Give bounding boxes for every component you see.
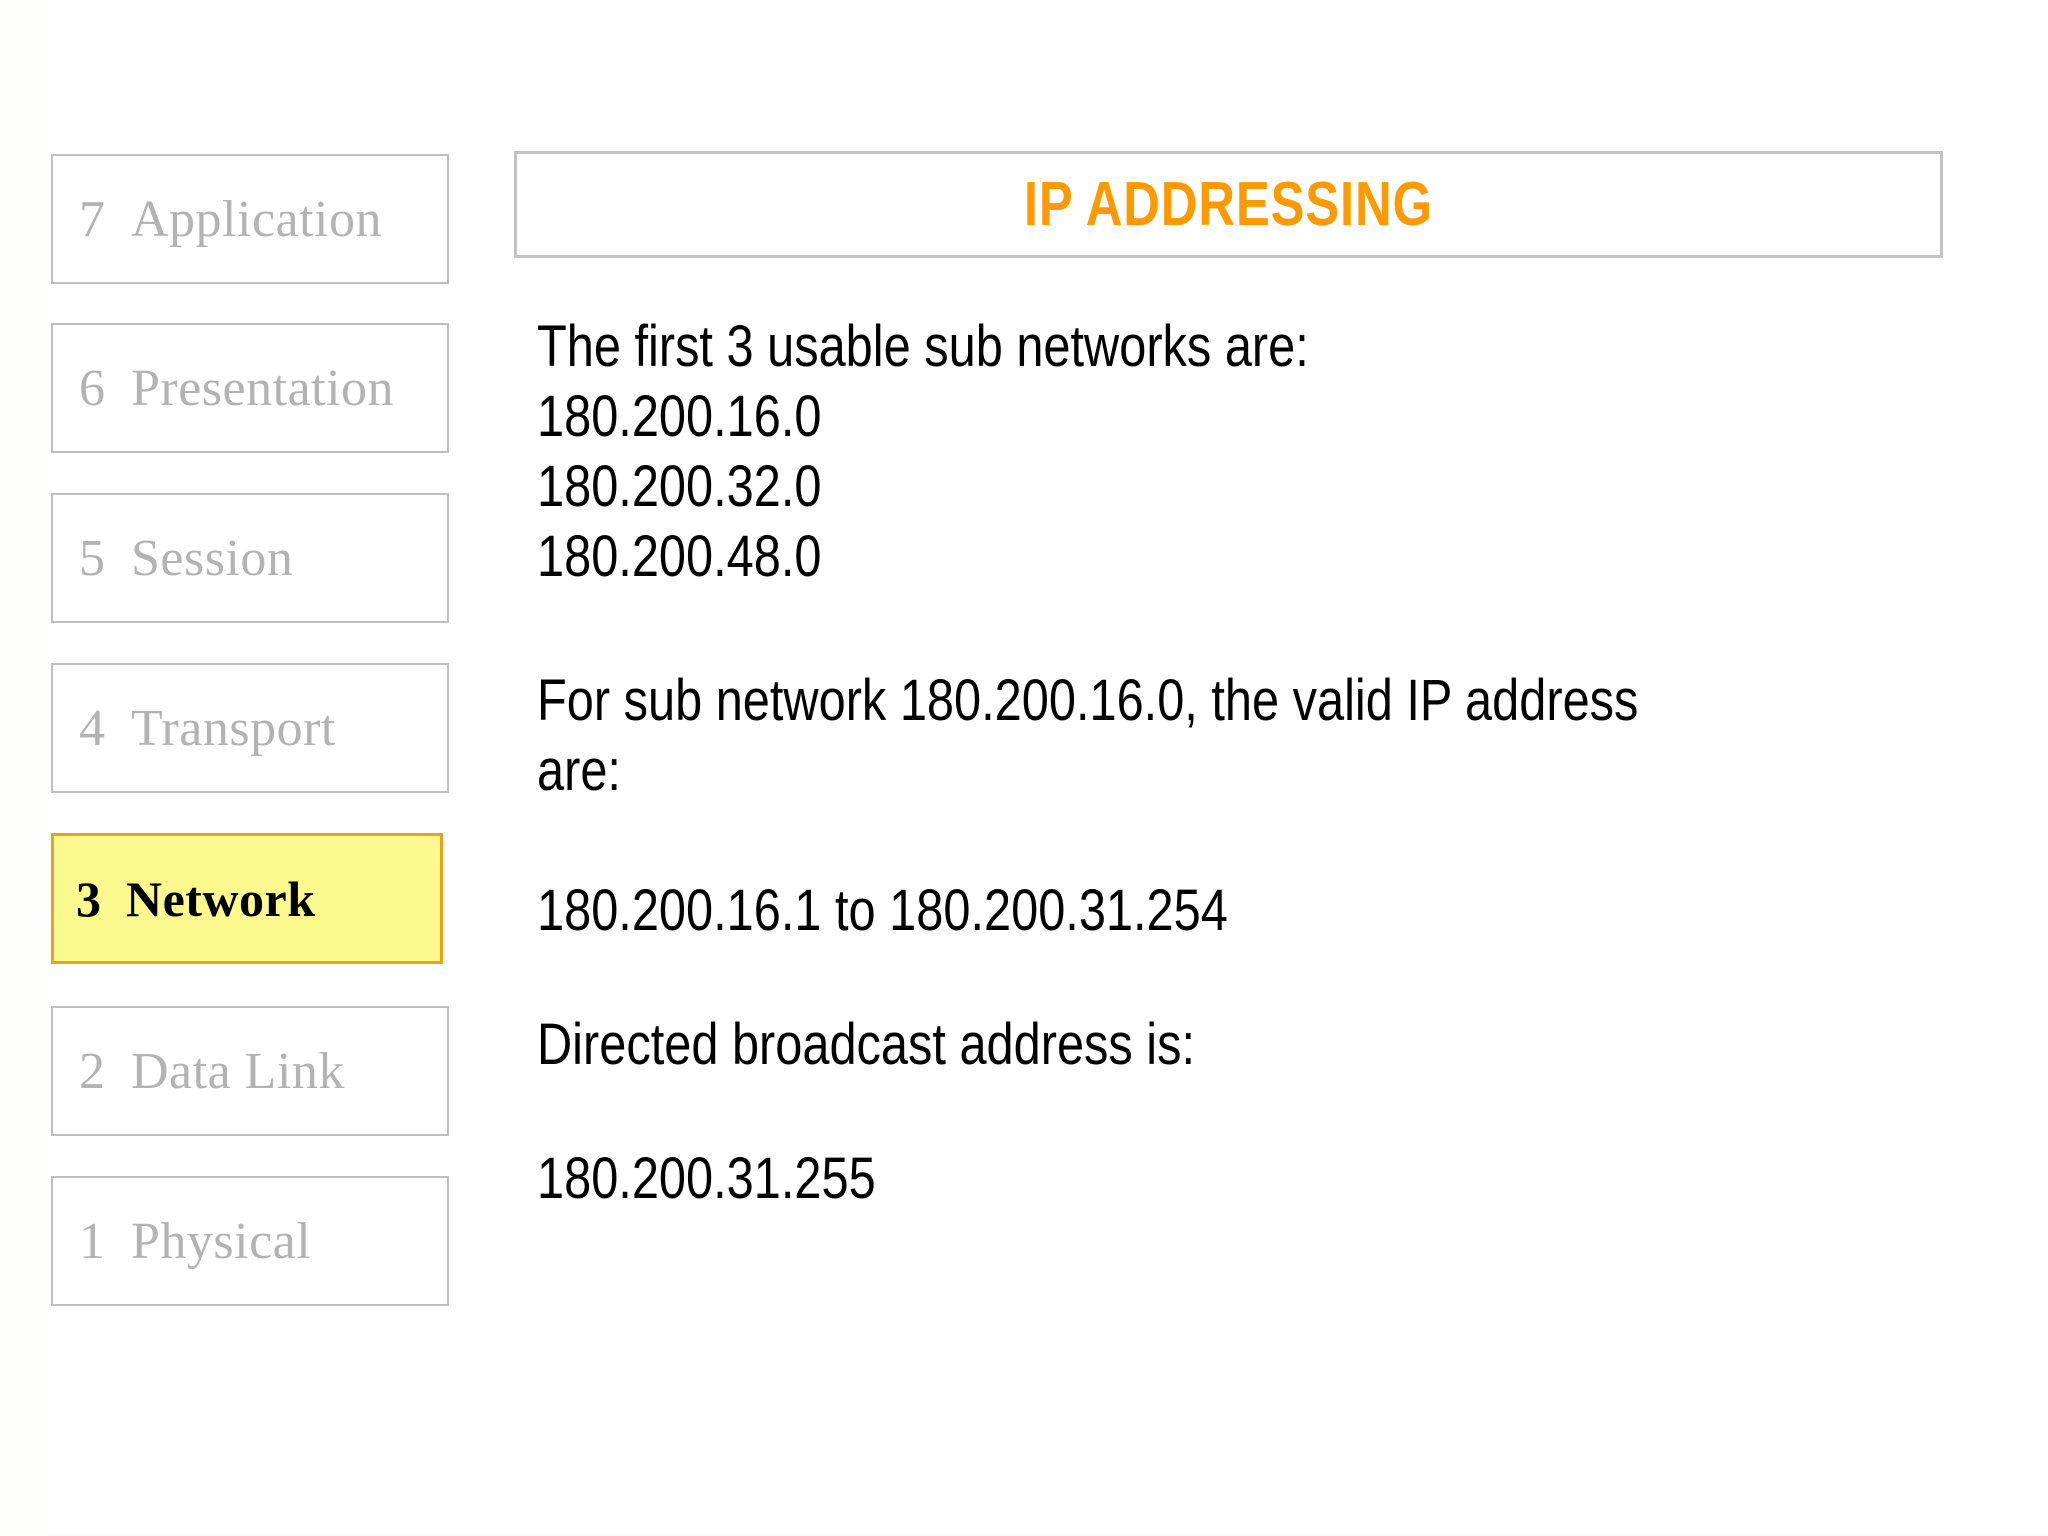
bottom-margin-band xyxy=(0,1534,2048,1536)
osi-layer-number: 5 xyxy=(79,529,106,587)
osi-layer-label: Physical xyxy=(131,1212,312,1270)
osi-layer-number: 6 xyxy=(79,359,106,417)
content-block-valid-range: 180.200.16.1 to 180.200.31.254 xyxy=(537,876,2017,946)
content-block-broadcast-label: Directed broadcast address is: xyxy=(537,1010,2017,1080)
osi-layer-transport[interactable]: 4 Transport xyxy=(51,663,449,793)
block-spacer xyxy=(537,806,2017,876)
block-spacer xyxy=(537,1080,2017,1144)
osi-layer-label: Data Link xyxy=(131,1042,345,1100)
subnetworks-heading: The first 3 usable sub networks are: xyxy=(537,314,1309,379)
valid-ip-range: 180.200.16.1 to 180.200.31.254 xyxy=(537,878,1228,943)
osi-layer-presentation[interactable]: 6 Presentation xyxy=(51,323,449,453)
osi-layer-label: Transport xyxy=(131,699,336,757)
broadcast-address-label: Directed broadcast address is: xyxy=(537,1012,1196,1077)
valid-range-intro-line-2: are: xyxy=(537,738,621,803)
block-spacer xyxy=(537,592,2017,666)
osi-layer-physical[interactable]: 1 Physical xyxy=(51,1176,449,1306)
osi-layer-network[interactable]: 3 Network xyxy=(51,833,443,964)
broadcast-address-value: 180.200.31.255 xyxy=(537,1146,876,1211)
left-margin-band xyxy=(0,0,48,1536)
osi-layer-number: 4 xyxy=(79,699,106,757)
subnetwork-address-3: 180.200.48.0 xyxy=(537,524,822,589)
slide-body: The first 3 usable sub networks are: 180… xyxy=(537,312,2017,1214)
slide-title-box: IP ADDRESSING xyxy=(514,151,1943,258)
valid-range-intro-line-1: For sub network 180.200.16.0, the valid … xyxy=(537,668,1639,733)
osi-layer-number: 2 xyxy=(79,1042,106,1100)
osi-layer-number: 7 xyxy=(79,190,106,248)
subnetwork-address-2: 180.200.32.0 xyxy=(537,454,822,519)
osi-layer-label: Presentation xyxy=(131,359,395,417)
osi-layer-label: Network xyxy=(126,870,316,927)
osi-layer-data-link[interactable]: 2 Data Link xyxy=(51,1006,449,1136)
osi-layer-label: Session xyxy=(131,529,294,587)
page-title: IP ADDRESSING xyxy=(1023,170,1434,239)
block-spacer xyxy=(537,946,2017,1010)
content-block-broadcast-value: 180.200.31.255 xyxy=(537,1144,2017,1214)
osi-layer-number: 3 xyxy=(76,870,102,927)
content-block-valid-range-intro: For sub network 180.200.16.0, the valid … xyxy=(537,666,2017,806)
osi-layer-application[interactable]: 7 Application xyxy=(51,154,449,284)
content-block-subnetworks: The first 3 usable sub networks are: 180… xyxy=(537,312,2017,592)
subnetwork-address-1: 180.200.16.0 xyxy=(537,384,822,449)
osi-layer-label: Application xyxy=(131,190,383,248)
osi-layer-session[interactable]: 5 Session xyxy=(51,493,449,623)
osi-layer-number: 1 xyxy=(79,1212,106,1270)
